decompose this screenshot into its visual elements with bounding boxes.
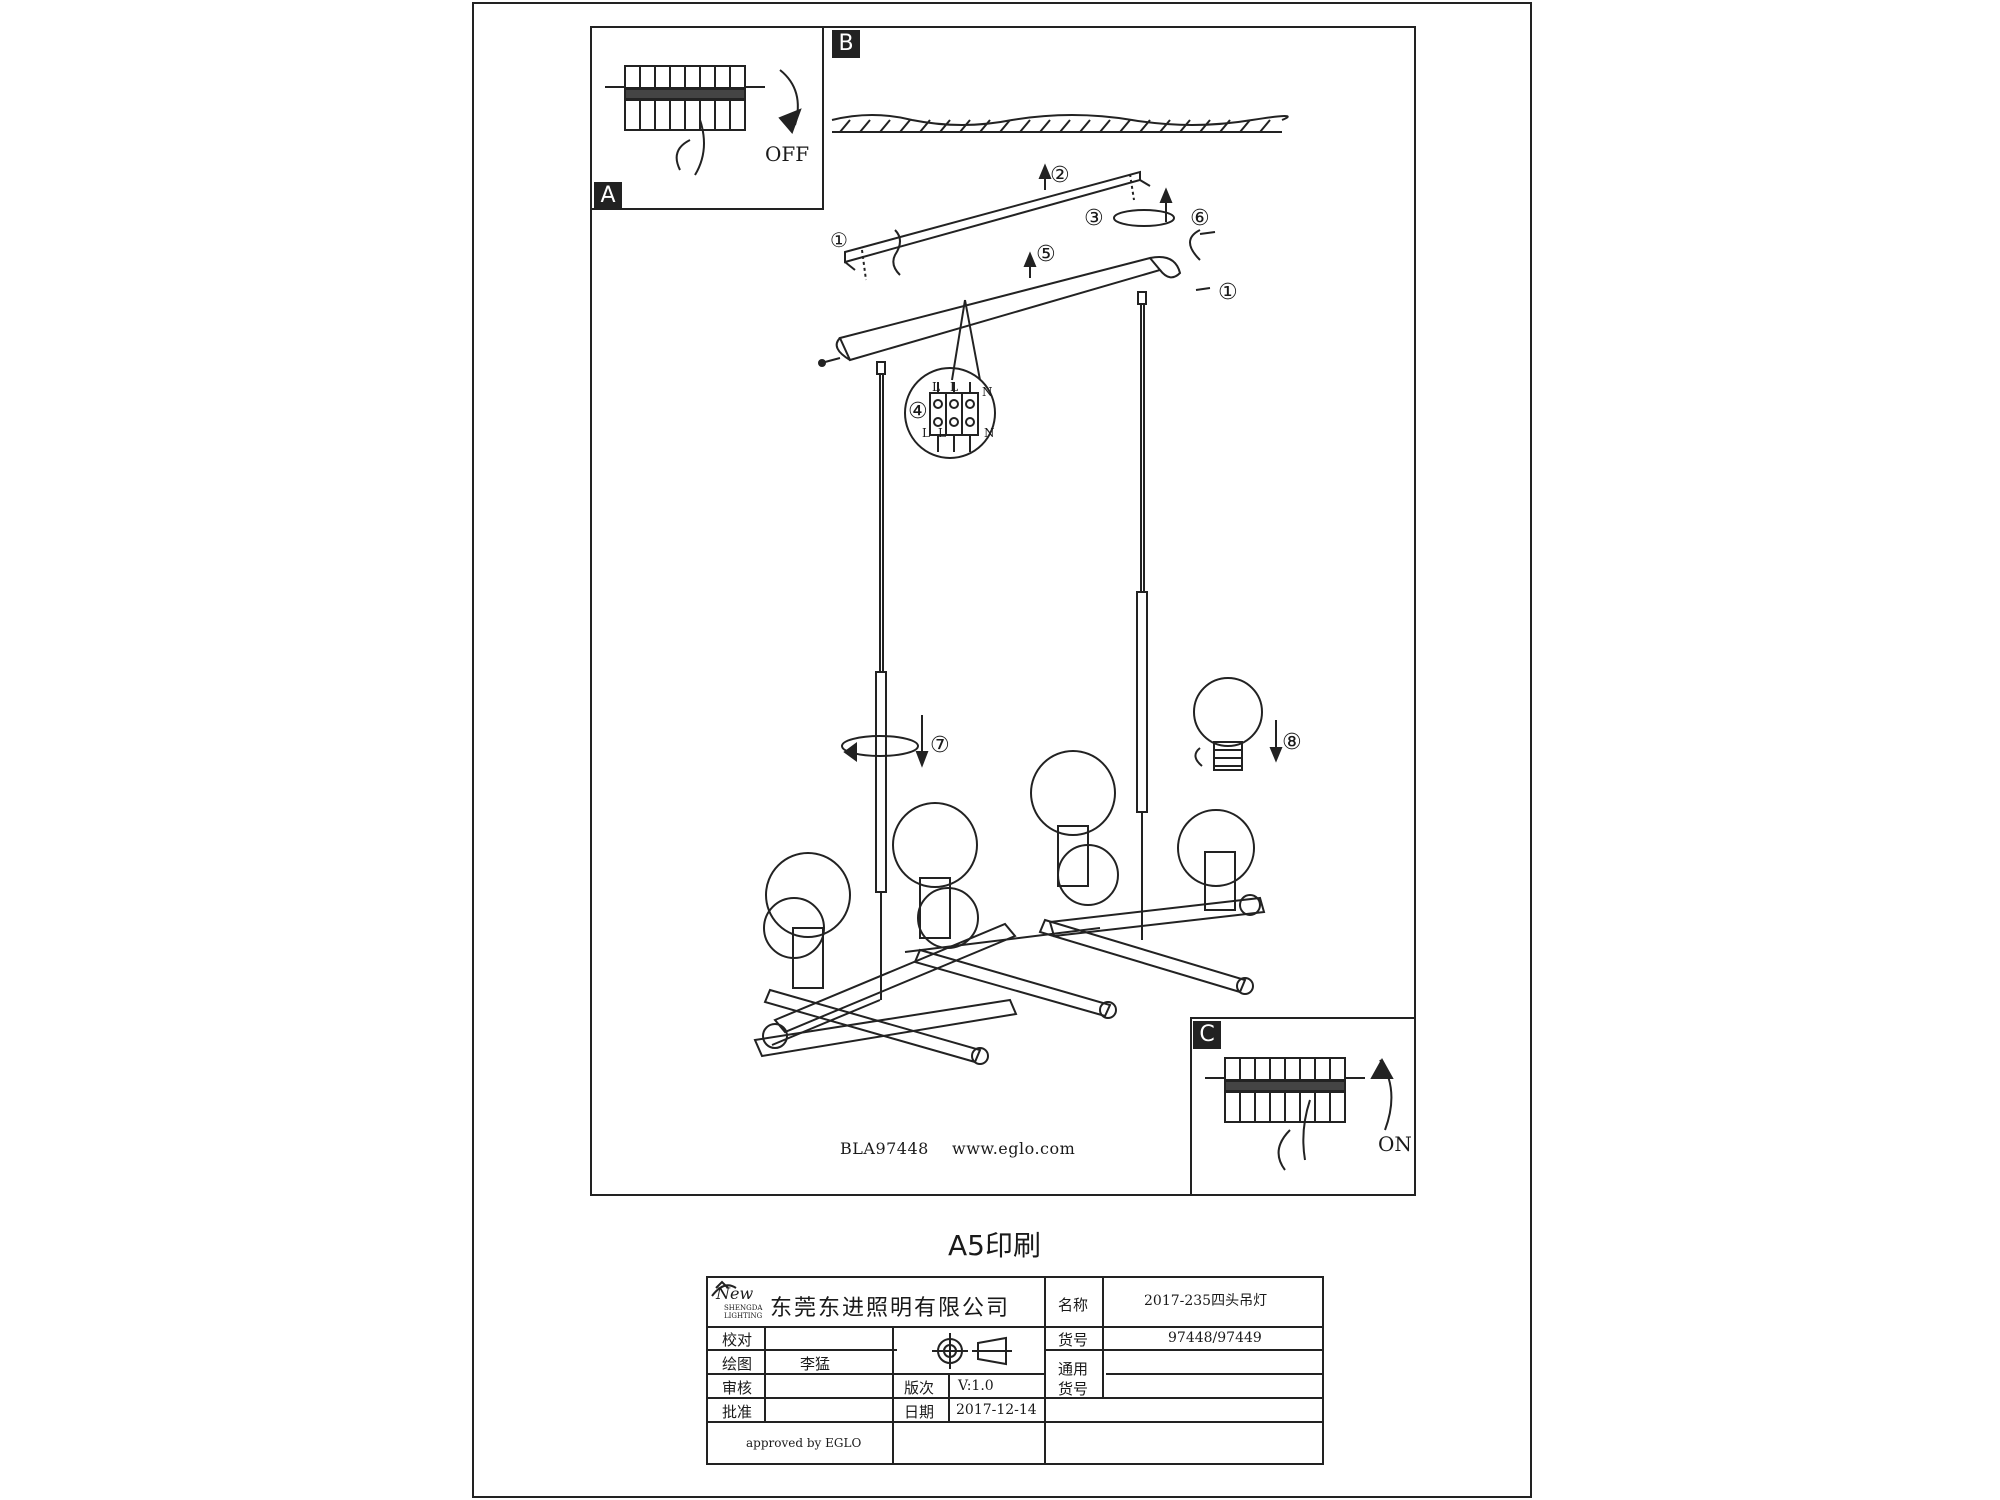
terminal-top-l1: L	[932, 380, 940, 394]
step-8-label: ⑧	[1282, 730, 1302, 755]
title-block: New SHENGDA LIGHTING 东莞东进照明有限公司 名称 2017-…	[706, 1276, 1324, 1465]
canopy	[818, 256, 1182, 367]
common-label-2: 货号	[1058, 1380, 1089, 1398]
step-4-label: ④	[908, 399, 928, 424]
version-value: V:1.0	[958, 1378, 994, 1394]
company-name: 东莞东进照明有限公司	[770, 1296, 1011, 1321]
check-label: 校对	[722, 1331, 753, 1349]
version-label: 版次	[904, 1379, 935, 1397]
ceiling-hatch	[831, 114, 1289, 133]
item-label: 货号	[1058, 1331, 1089, 1349]
terminal-block-detail	[904, 299, 996, 459]
inset-b-state-label: OFF	[765, 142, 810, 166]
logo-text: New	[716, 1284, 754, 1303]
bulbs	[763, 750, 1255, 989]
review-label: 审核	[722, 1379, 753, 1397]
step-5-label: ⑤	[1036, 242, 1056, 267]
inset-a-tag: A	[594, 182, 622, 210]
common-label-1: 通用	[1058, 1360, 1089, 1378]
breaker-c-icon	[1205, 1057, 1394, 1171]
company-logo-icon	[711, 1280, 737, 1297]
lamp-body	[753, 894, 1266, 1065]
inset-c-tag: C	[1193, 1021, 1221, 1049]
drawing-frame	[590, 26, 1416, 1196]
inset-c-state-label: ON	[1378, 1132, 1412, 1156]
step-7-label: ⑦	[930, 733, 950, 758]
suspension-rods	[875, 291, 1148, 1000]
step-6-label: ⑥	[1190, 206, 1210, 231]
name-label: 名称	[1058, 1296, 1089, 1314]
name-value: 2017-235四头吊灯	[1144, 1293, 1268, 1309]
inset-b-tag: B	[832, 30, 860, 58]
mounting-bracket	[844, 170, 1151, 281]
bracket-step-1-label: ①	[830, 228, 848, 252]
terminal-bottom-n: N	[984, 426, 995, 440]
date-value: 2017-12-14	[956, 1402, 1037, 1418]
drawing-sheet	[472, 2, 1532, 1498]
website-text: www.eglo.com	[952, 1139, 1076, 1158]
terminal-top-n: N	[982, 385, 993, 399]
terminal-bottom-l1: L	[922, 426, 930, 440]
terminal-top-l2: L	[950, 380, 958, 394]
item-value: 97448/97449	[1168, 1330, 1262, 1346]
terminal-bottom-l2: L	[938, 426, 946, 440]
breaker-b-icon	[605, 65, 802, 176]
rotation-arrows	[841, 163, 1216, 768]
step-1-label: ①	[1218, 280, 1238, 305]
draw-label: 绘图	[722, 1355, 753, 1373]
approved-by: approved by EGLO	[746, 1436, 862, 1450]
model-code: BLA97448	[840, 1139, 929, 1158]
inset-c-breaker-on	[1190, 1017, 1416, 1196]
projection-symbol-icon	[932, 1333, 1012, 1369]
print-size-label: A5印刷	[948, 1229, 1041, 1262]
logo-sub1: SHENGDA	[724, 1304, 763, 1312]
logo-sub2: LIGHTING	[724, 1312, 763, 1320]
draw-value: 李猛	[800, 1355, 831, 1373]
step-3-label: ③	[1084, 206, 1104, 231]
approve-label: 批准	[722, 1403, 753, 1421]
bulb-install-icon	[1193, 677, 1283, 771]
date-label: 日期	[904, 1403, 935, 1421]
step-2-label: ②	[1050, 163, 1070, 188]
